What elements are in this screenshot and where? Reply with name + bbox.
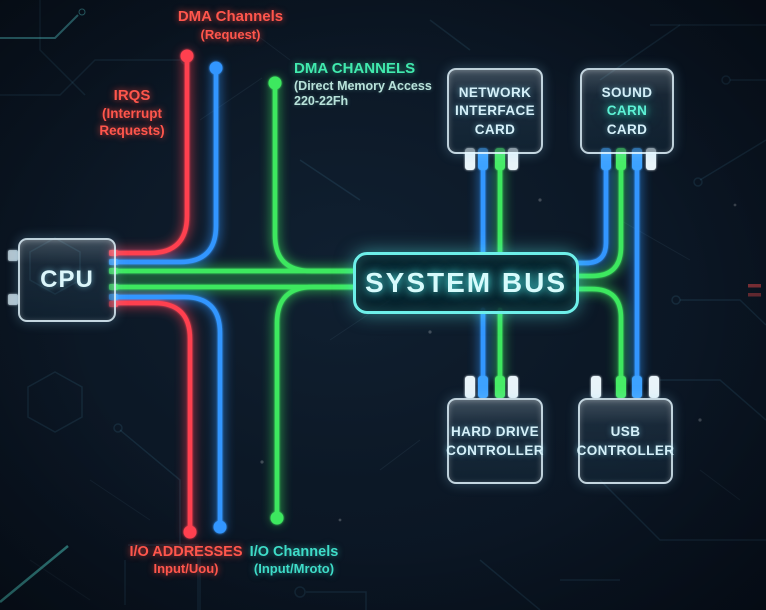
- dma-request-line1: DMA Channels: [177, 8, 284, 25]
- system-bus-box: SYSTEM BUS: [353, 252, 579, 314]
- pin-usb-blue: [632, 376, 642, 398]
- usb-label-line2: CONTROLLER: [576, 442, 675, 458]
- dma-channels-line3: 220-22Fh: [294, 94, 349, 109]
- dma-channels-label: DMA CHANNELS (Direct Memory Access 220-2…: [294, 60, 454, 110]
- pin-hdc-green: [495, 376, 505, 398]
- io-addresses-label: I/O ADDRESSES Input/Uou): [108, 543, 264, 577]
- cpu-label: CPU: [40, 266, 94, 294]
- pin-cpu-left-1: [8, 250, 18, 261]
- sound-label-line1: SOUND: [601, 84, 653, 100]
- hard-drive-controller-box: HARD DRIVE CONTROLLER: [446, 398, 544, 484]
- system-bus-label: SYSTEM BUS: [364, 267, 568, 298]
- io-addresses-line1: I/O ADDRESSES: [129, 544, 243, 560]
- dma-channels-line1: DMA CHANNELS: [294, 60, 416, 77]
- sound-label-line3: CARD: [606, 121, 648, 137]
- sound-card-box: SOUND CARN CARD: [580, 68, 674, 154]
- dma-request-line2: (Request): [200, 26, 261, 42]
- nic-label-line3: CARD: [474, 121, 516, 137]
- irqs-label: IRQS (Interrupt Requests): [92, 87, 172, 140]
- pin-usb-green: [616, 376, 626, 398]
- io-channels-line1: I/O Channels: [249, 544, 339, 560]
- irqs-line3: Requests): [99, 122, 165, 138]
- pin-hdc-white-1: [465, 376, 475, 398]
- nic-label-line2: INTERFACE: [454, 103, 536, 119]
- io-channels-label: I/O Channels (Input/Mroto): [224, 543, 364, 577]
- nic-label-line1: NETWORK: [458, 84, 532, 100]
- io-channels-line2: (Input/Mroto): [253, 561, 335, 577]
- hdc-label-line2: CONTROLLER: [446, 442, 544, 458]
- pin-hdc-blue: [478, 376, 488, 398]
- hdc-label-line1: HARD DRIVE: [450, 423, 539, 439]
- usb-label-line1: USB: [610, 423, 641, 439]
- sound-label-line2: CARN: [606, 103, 648, 119]
- speck-dots: [260, 198, 737, 522]
- network-interface-card-box: NETWORK INTERFACE CARD: [447, 68, 543, 154]
- accent-traces: [0, 8, 761, 603]
- io-addresses-line2: Input/Uou): [153, 561, 219, 577]
- irqs-line1: IRQS: [113, 87, 151, 104]
- dma-request-label: DMA Channels (Request): [168, 8, 293, 43]
- pin-hdc-white-2: [508, 376, 518, 398]
- usb-controller-box: USB CONTROLLER: [576, 398, 675, 484]
- pin-cpu-left-2: [8, 294, 18, 305]
- irqs-line2: (Interrupt: [102, 105, 162, 121]
- dma-channels-line2: (Direct Memory Access: [294, 78, 432, 93]
- pin-usb-white-1: [591, 376, 601, 398]
- cpu-box: CPU: [18, 238, 116, 322]
- pin-usb-white-2: [649, 376, 659, 398]
